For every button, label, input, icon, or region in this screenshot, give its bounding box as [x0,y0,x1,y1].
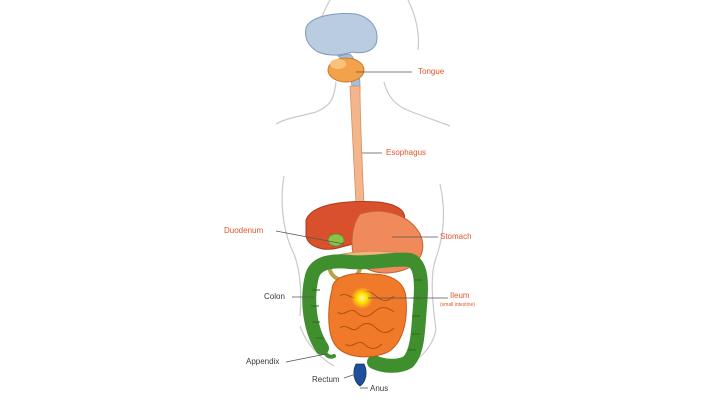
label-esophagus: Esophagus [386,148,427,157]
appendix-shape [322,348,336,359]
label-anus: Anus [370,384,389,393]
label-colon: Colon [264,292,285,301]
small-intestine-shape [328,273,407,358]
highlight-glow-icon [351,287,373,309]
head-cavity [305,13,378,56]
label-tongue: Tongue [418,67,445,76]
leader-rectum [343,373,357,379]
gallbladder-shape [327,233,345,247]
label-stomach: Stomach [440,232,472,241]
rectum-shape [353,363,367,387]
colon-shape [302,252,428,373]
esophagus-tube [349,85,365,205]
label-ileum-sub: (small intestine) [440,302,476,308]
leader-duodenum [275,230,345,245]
label-duodenum: Duodenum [224,226,264,235]
mouth-inner [330,59,346,69]
label-appendix: Appendix [246,357,280,366]
leader-appendix [285,353,327,363]
label-ileum: Ileum [450,291,470,300]
label-rectum: Rectum [312,375,340,384]
